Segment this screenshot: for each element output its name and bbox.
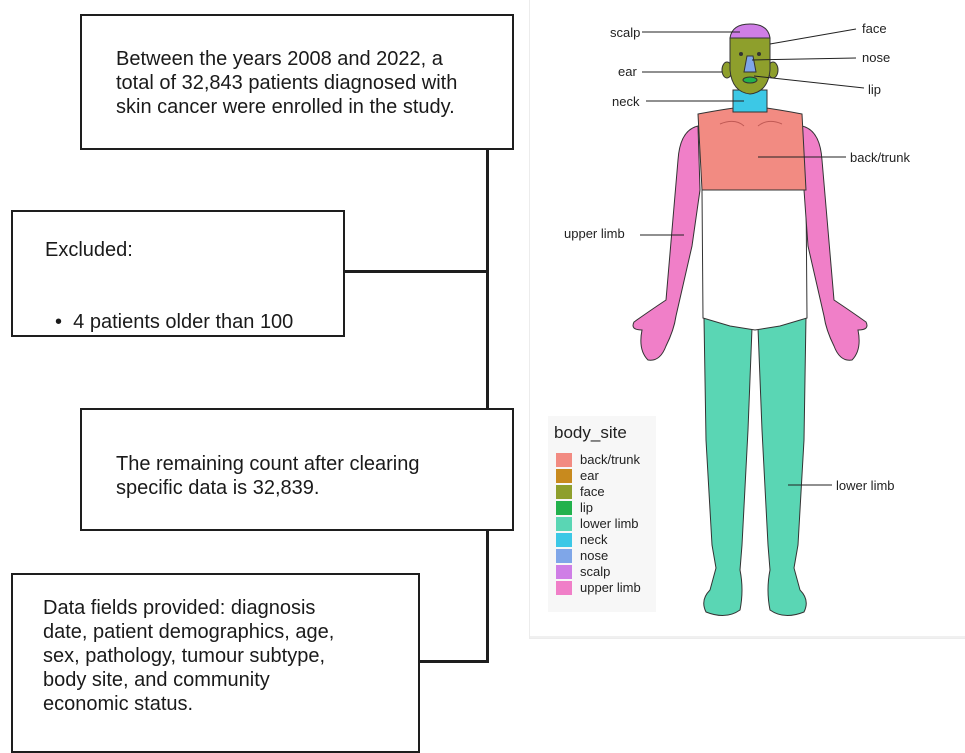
legend-item: scalp [556,564,610,580]
connector-lower-vertical [486,531,489,663]
legend-swatch [556,549,572,563]
legend-swatch [556,517,572,531]
label-lip: lip [868,82,881,97]
lower-limb-right-region [758,316,806,616]
legend-label: face [580,485,605,499]
lower-limb-left-region [704,318,752,616]
body-site-legend: body_site back/trunk ear face lip lower … [548,416,656,612]
exclusion-title: Excluded: [45,238,133,262]
remaining-text: The remaining count after clearing speci… [116,452,420,500]
exclusion-box: Excluded: • 4 patients older than 100 [11,210,345,337]
label-back-trunk: back/trunk [850,150,910,165]
connector-main-vertical [486,150,489,408]
back-trunk-region [698,106,806,190]
lip-region [743,77,757,83]
legend-item: nose [556,548,608,564]
exclusion-item: • 4 patients older than 100 [55,286,293,334]
connector-fields-branch [420,660,489,663]
legend-swatch [556,485,572,499]
legend-label: lower limb [580,517,639,531]
legend-label: back/trunk [580,453,640,467]
legend-swatch [556,533,572,547]
data-fields-text: Data fields provided: diagnosis date, pa… [43,596,334,716]
bullet-icon: • [55,311,62,333]
legend-swatch [556,565,572,579]
label-lower-limb: lower limb [836,478,895,493]
legend-label: neck [580,533,607,547]
legend-swatch [556,469,572,483]
eye-right [757,52,761,56]
legend-label: nose [580,549,608,563]
label-upper-limb: upper limb [564,226,625,241]
legend-title: body_site [554,423,627,443]
lip-leader [754,76,864,88]
legend-item: lower limb [556,516,639,532]
legend-swatch [556,581,572,595]
enrollment-box: Between the years 2008 and 2022, a total… [80,14,514,150]
legend-swatch [556,501,572,515]
legend-swatch [556,453,572,467]
remaining-box: The remaining count after clearing speci… [80,408,514,531]
legend-label: upper limb [580,581,641,595]
legend-label: ear [580,469,599,483]
legend-item: ear [556,468,599,484]
abdomen-region [702,190,807,330]
legend-item: face [556,484,605,500]
label-ear: ear [618,64,637,79]
enrollment-text: Between the years 2008 and 2022, a total… [116,47,457,119]
eye-left [739,52,743,56]
legend-item: upper limb [556,580,641,596]
label-face: face [862,21,887,36]
exclusion-item-text: 4 patients older than 100 [73,311,293,333]
data-fields-box: Data fields provided: diagnosis date, pa… [11,573,420,753]
scalp-region [730,24,770,38]
legend-item: lip [556,500,593,516]
legend-item: neck [556,532,607,548]
label-scalp: scalp [610,25,640,40]
connector-exclusion-branch [345,270,487,273]
legend-label: lip [580,501,593,515]
upper-limb-left-region [633,126,700,360]
legend-label: scalp [580,565,610,579]
label-neck: neck [612,94,640,109]
legend-item: back/trunk [556,452,640,468]
label-nose: nose [862,50,890,65]
face-leader [770,29,856,44]
